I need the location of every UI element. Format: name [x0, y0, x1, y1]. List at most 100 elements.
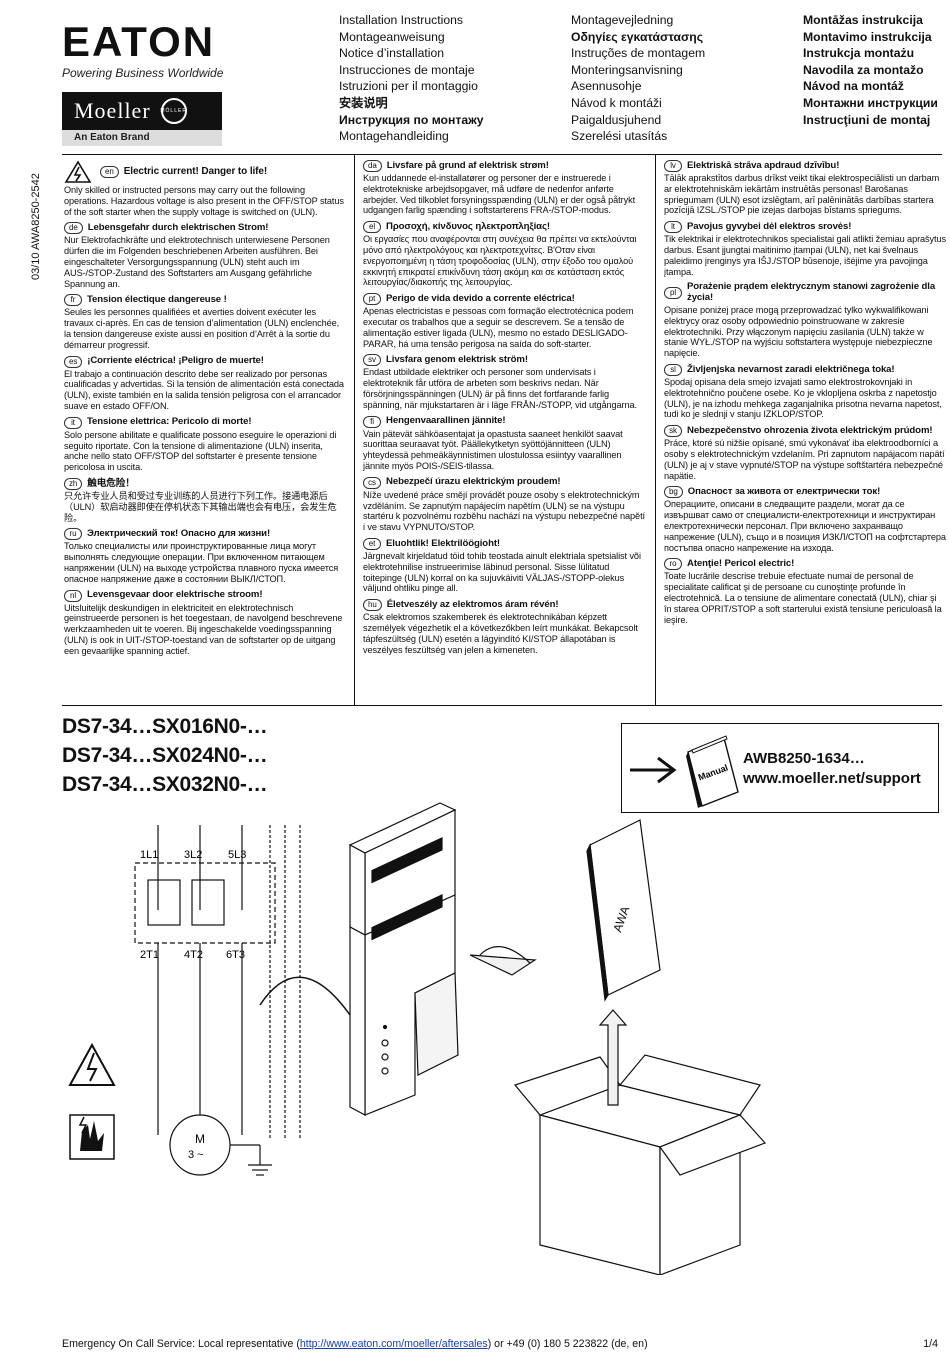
warning-heading-text: Porażenie prądem elektrycznym stanowi za…	[687, 281, 936, 304]
warning-heading-text: ¡Corriente eléctrica! ¡Peligro de muerte…	[87, 355, 264, 367]
terminal-label: 1L1	[140, 849, 158, 861]
soft-starter-device	[348, 802, 459, 1116]
warning-heading-text: Nebezpečí úrazu elektrickým proudem!	[386, 476, 561, 488]
title-language: Montavimo instrukcija	[803, 29, 932, 44]
title-language: Navodila za montažo	[803, 62, 924, 77]
page-number: 1/4	[923, 1338, 938, 1350]
warning-block-ro: ro Atenţie! Pericol electric! Toate lucrăr…	[664, 558, 946, 625]
title-language: Οδηγίες εγκατάστασης	[571, 29, 704, 44]
warning-body: Only skilled or instructed persons may c…	[64, 185, 344, 217]
warning-heading-text: Pavojus gyvybei dėl elektros srovės!	[687, 220, 852, 232]
warning-heading-text: Atenţie! Pericol electric!	[687, 557, 795, 569]
column-divider-2	[655, 154, 656, 705]
language-code-tag: ro	[664, 558, 682, 571]
title-language: Notice d’installation	[339, 46, 445, 61]
title-language: Instrucţiuni de montaj	[803, 112, 931, 127]
warning-block-it: it Tensione elettrica: Pericolo di morte!…	[64, 417, 346, 473]
warning-heading-text: Levensgevaar door elektrische stroom!	[87, 589, 263, 601]
warning-body: Csak elektromos szakemberek és elektrote…	[363, 612, 638, 655]
warning-heading-text: Hengenvaarallinen jännite!	[386, 415, 506, 427]
warning-heading-text: Lebensgefahr durch elektrischen Strom!	[87, 221, 269, 233]
footer-suffix: ) or +49 (0) 180 5 223822 (de, en)	[487, 1338, 648, 1350]
sub-brand-label: An Eaton Brand	[62, 130, 222, 146]
language-code-tag: zh	[64, 477, 83, 490]
title-language: Instruções de montagem	[571, 46, 706, 61]
aftersales-link[interactable]: http://www.eaton.com/moeller/aftersales	[299, 1338, 488, 1350]
warning-body: El trabajo a continuación descrito debe …	[64, 368, 344, 411]
installation-illustration: AWA 1L1 3L2 5L3 2T1 4T2 6T3 M 3 ~	[68, 802, 767, 1275]
wiring-diagram	[134, 825, 301, 1176]
warning-block-es: es ¡Corriente eléctrica! ¡Peligro de muer…	[64, 355, 346, 412]
motor-phase-label: 3 ~	[188, 1149, 204, 1161]
manual-support-url[interactable]: www.moeller.net/support	[743, 770, 921, 787]
electric-shock-hand-icon	[69, 1114, 115, 1160]
language-code-tag: sl	[664, 363, 682, 376]
terminal-label: 4T2	[184, 949, 203, 961]
box-unpacking: AWA	[513, 819, 767, 1275]
warning-body: Tik elektrikai ir elektrotechnikos speci…	[664, 234, 946, 277]
model-number: DS7-34…SX032N0-…	[62, 773, 268, 796]
model-number: DS7-34…SX024N0-…	[62, 744, 268, 767]
warning-heading-text: Tensione elettrica: Pericolo di morte!	[87, 416, 252, 428]
warning-heading: de Lebensgefahr durch elektrischen Strom!	[64, 221, 346, 235]
title-language: Paigaldusjuhend	[571, 112, 662, 127]
language-code-tag: ru	[64, 528, 82, 541]
manual-ref-number: AWB8250-1634…	[743, 750, 865, 767]
moeller-emblem-text: MÖLLER	[160, 108, 187, 114]
language-code-tag: de	[64, 222, 83, 235]
warning-heading: es ¡Corriente eléctrica! ¡Peligro de muer…	[64, 355, 346, 368]
warning-body: Opisane poniżej prace mogą przeprowadzać…	[664, 304, 933, 359]
title-language: Návod na montáž	[803, 79, 904, 94]
manual-reference-box	[621, 723, 939, 813]
warning-heading-text: Életveszély az elektromos áram révén!	[386, 598, 559, 610]
warning-heading: sl Življenjska nevarnost zaradi električn…	[664, 364, 946, 376]
warning-body: Только специалисты или проинструктирован…	[64, 541, 339, 584]
language-code-tag: it	[64, 416, 82, 429]
warning-heading-text: Življenjska nevarnost zaradi električneg…	[687, 363, 895, 375]
move-arrow-curve	[259, 976, 351, 1016]
warning-body: Práce, ktoré sú nižšie opísané, smú vyko…	[664, 438, 945, 481]
warning-heading: ro Atenţie! Pericol electric!	[664, 557, 946, 571]
eaton-logo: EATON	[62, 18, 216, 65]
title-language: Montageanweisung	[339, 29, 445, 44]
warning-heading-text: Eluohtlik! Elektrilöögioht!	[386, 537, 501, 549]
title-language: Instrukcja montażu	[803, 46, 915, 61]
title-language: Инструкция по монтажу	[339, 112, 484, 127]
language-code-tag: el	[363, 221, 381, 234]
warning-body: Vain pätevät sähköasentajat ja opastusta…	[363, 428, 623, 471]
move-arrow-head	[469, 954, 537, 976]
warning-body: Spodaj opisana dela smejo izvajati samo …	[664, 376, 942, 420]
warning-body: Uitsluitelijk deskundigen in elektricite…	[64, 602, 343, 656]
warning-body: Tālāk aprakstītos darbus drīkst veikt ti…	[664, 173, 940, 216]
language-code-tag: es	[64, 355, 83, 368]
title-language: 安装说明	[339, 95, 388, 110]
warnings-divider	[62, 705, 942, 706]
warning-body: Операциите, описани в следващите раздели…	[664, 499, 946, 553]
warning-body: Toate lucrările descrise trebuie efectua…	[664, 571, 942, 625]
terminal-label: 6T3	[226, 949, 245, 961]
